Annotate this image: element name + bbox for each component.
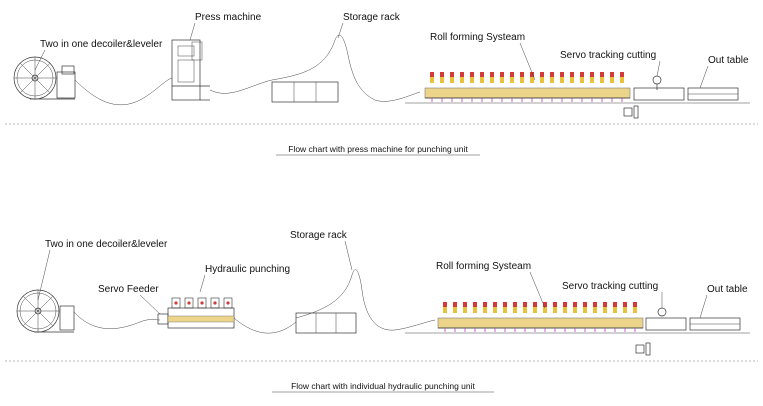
top-roller-station (470, 72, 474, 102)
bottom-roller-station (573, 302, 577, 332)
bottom-label-decoiler: Two in one decoiler&leveler (45, 239, 168, 250)
bottom-roller-station (603, 302, 607, 332)
top-label-out: Out table (708, 55, 749, 66)
bottom-roller-station (563, 302, 567, 332)
top-roller-station (570, 72, 574, 102)
top-roller-station (610, 72, 614, 102)
top-roller-station (510, 72, 514, 102)
bottom-caption: Flow chart with individual hydraulic pun… (291, 381, 475, 391)
bottom-servo-feeder (157, 313, 169, 325)
bottom-roller-station (493, 302, 497, 332)
bottom-decoiler (16, 289, 75, 333)
top-out-table (687, 87, 739, 101)
bottom-roll-forming (437, 302, 644, 332)
bottom-roller-station (583, 302, 587, 332)
top-roller-station (490, 72, 494, 102)
top-label-decoiler: Two in one decoiler&leveler (40, 39, 163, 50)
top-roller-station (600, 72, 604, 102)
bottom-roller-station (513, 302, 517, 332)
punch-head (197, 297, 207, 309)
bottom-roller-station (633, 302, 637, 332)
top-label-press: Press machine (195, 12, 262, 23)
bottom-hydraulic-punching (167, 297, 235, 329)
top-roller-station (480, 72, 484, 102)
top-roller-station (580, 72, 584, 102)
bottom-roller-station (503, 302, 507, 332)
top-servo-cutting (623, 75, 685, 119)
punch-head-dot (226, 301, 230, 305)
top-roller-station (590, 72, 594, 102)
bottom-label-servo: Servo tracking cutting (562, 281, 658, 292)
top-label-servo: Servo tracking cutting (560, 50, 656, 61)
top-roller-station (450, 72, 454, 102)
top-storage-rack (271, 34, 421, 103)
bottom-roller-station (483, 302, 487, 332)
bottom-roller-station (473, 302, 477, 332)
bottom-roller-station (593, 302, 597, 332)
top-flow: Two in one decoiler&leveler Press machin… (5, 12, 758, 156)
bottom-roller-station (463, 302, 467, 332)
bottom-servo-cutting (635, 307, 687, 356)
top-roller-station (500, 72, 504, 102)
top-label-rack: Storage rack (343, 12, 401, 23)
top-roller-station (430, 72, 434, 102)
bottom-roller-station (443, 302, 447, 332)
bottom-roller-station (553, 302, 557, 332)
top-label-roll: Roll forming Systeam (430, 32, 525, 43)
bottom-label-out: Out table (707, 284, 748, 295)
top-roller-station (530, 72, 534, 102)
bottom-strip-1 (73, 311, 161, 329)
bottom-label-hydraulic: Hydraulic punching (205, 264, 290, 275)
top-roller-station (460, 72, 464, 102)
punch-head (171, 297, 181, 309)
top-roll-forming (424, 72, 631, 102)
bottom-roller-station (533, 302, 537, 332)
punch-head-dot (187, 301, 191, 305)
top-decoiler (13, 56, 76, 100)
punch-head (223, 297, 233, 309)
bottom-roller-station (543, 302, 547, 332)
bottom-flow: Two in one decoiler&leveler Servo Feeder… (5, 230, 758, 393)
bottom-roller-station (523, 302, 527, 332)
bottom-roller-station (453, 302, 457, 332)
top-caption: Flow chart with press machine for punchi… (288, 144, 468, 154)
punch-head (184, 297, 194, 309)
top-roller-station (440, 72, 444, 102)
top-press-machine (171, 39, 210, 101)
top-roller-station (620, 72, 624, 102)
bottom-storage-rack (295, 269, 436, 334)
bottom-roller-station (623, 302, 627, 332)
punch-head-dot (213, 301, 217, 305)
bottom-label-feeder: Servo Feeder (98, 284, 159, 295)
bottom-roller-station (613, 302, 617, 332)
top-strip-1 (74, 77, 173, 106)
bottom-label-rack: Storage rack (290, 230, 348, 241)
bottom-label-roll: Roll forming Systeam (436, 261, 531, 272)
top-strip-2 (209, 79, 273, 94)
bottom-out-table (689, 317, 741, 331)
punch-head (210, 297, 220, 309)
top-roller-station (540, 72, 544, 102)
top-roller-station (560, 72, 564, 102)
top-roller-station (550, 72, 554, 102)
punch-head-dot (174, 301, 178, 305)
top-roller-station (520, 72, 524, 102)
bottom-strip-2 (233, 317, 297, 334)
punch-head-dot (200, 301, 204, 305)
